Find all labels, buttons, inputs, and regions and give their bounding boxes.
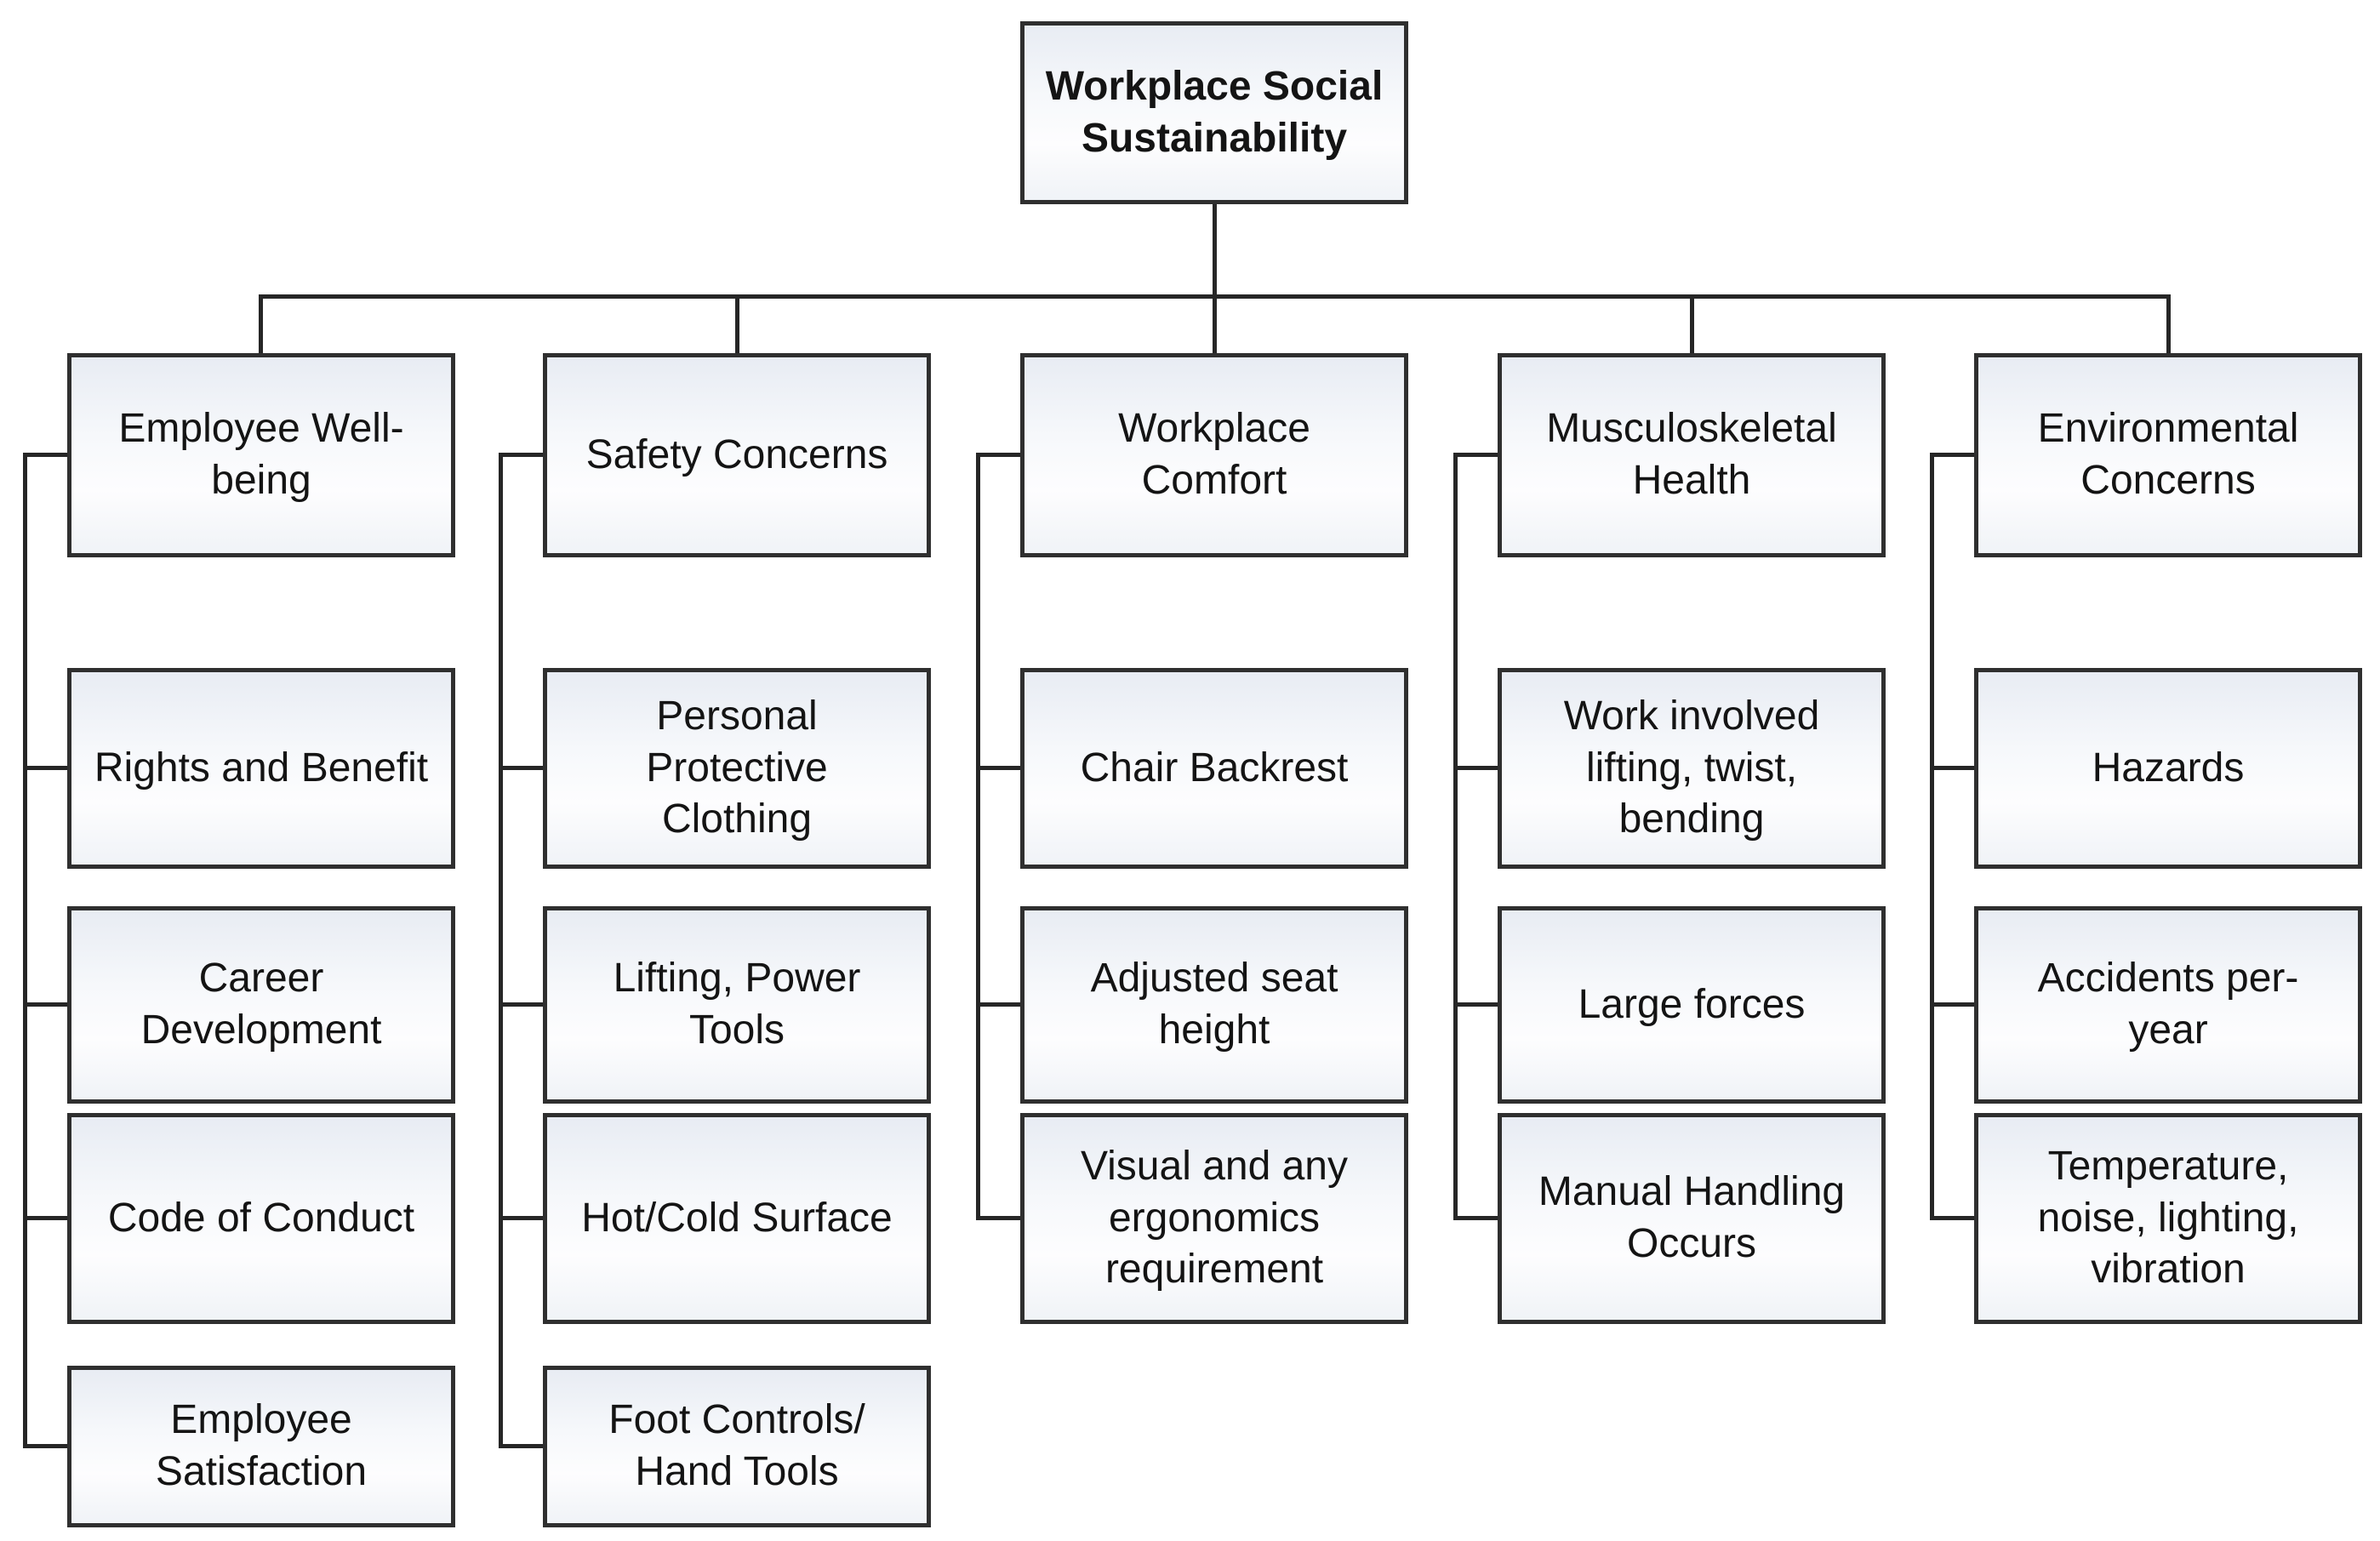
node-label: Accidents per-year <box>2037 956 2299 1053</box>
node-label: Temperature, noise, lighting, vibration <box>2037 1143 2299 1293</box>
connector-stub <box>1453 1002 1498 1007</box>
connector-stub <box>499 1444 543 1448</box>
connector-stub <box>23 766 67 770</box>
node-label: Employee Satisfaction <box>155 1397 368 1494</box>
node-career-development: Career Development <box>67 906 455 1104</box>
connector-stub <box>499 453 543 457</box>
connector-stub <box>23 453 67 457</box>
connector-col4-rail <box>1453 453 1458 1220</box>
node-label: Workplace Comfort <box>1118 406 1310 503</box>
connector-stub <box>976 453 1020 457</box>
connector-stub <box>23 1216 67 1220</box>
node-label: Adjusted seat height <box>1090 956 1338 1053</box>
node-safety-concerns: Safety Concerns <box>543 353 931 557</box>
node-workplace-comfort: Workplace Comfort <box>1020 353 1408 557</box>
connector-stub <box>1930 1002 1974 1007</box>
connector-stub <box>499 1216 543 1220</box>
node-musculoskeletal-health: Musculoskeletal Health <box>1498 353 1886 557</box>
connector-main-rail <box>259 294 2171 299</box>
node-label: Work involved lifting, twist, bending <box>1563 693 1820 842</box>
connector-col1-rail <box>23 453 27 1448</box>
node-temperature-noise-lighting-vibration: Temperature, noise, lighting, vibration <box>1974 1113 2362 1324</box>
node-label: Manual Handling Occurs <box>1538 1169 1846 1266</box>
connector-trunk-line <box>1213 204 1217 353</box>
connector-col5-rail <box>1930 453 1934 1220</box>
node-label: Code of Conduct <box>107 1195 415 1241</box>
connector-stub <box>23 1002 67 1007</box>
connector-stub <box>1453 453 1498 457</box>
node-workplace-social-sustainability: Workplace Social Sustainability <box>1020 21 1408 204</box>
node-label: Foot Controls/ Hand Tools <box>608 1397 865 1494</box>
node-label: Workplace Social Sustainability <box>1045 63 1384 161</box>
connector-stub <box>976 1216 1020 1220</box>
node-rights-and-benefit: Rights and Benefit <box>67 668 455 869</box>
node-accidents-per-year: Accidents per-year <box>1974 906 2362 1104</box>
node-lifting-power-tools: Lifting, Power Tools <box>543 906 931 1104</box>
node-label: Chair Backrest <box>1080 745 1349 790</box>
connector-stub <box>1453 1216 1498 1220</box>
connector-stub <box>499 766 543 770</box>
node-label: Visual and any ergonomics requirement <box>1080 1143 1348 1293</box>
connector-stub <box>499 1002 543 1007</box>
connector-stub <box>976 766 1020 770</box>
connector-stub <box>1453 766 1498 770</box>
node-employee-well-being: Employee Well-being <box>67 353 455 557</box>
node-label: Hazards <box>2092 745 2245 790</box>
connector-col2-rail <box>499 453 503 1448</box>
connector-branch-drop-4 <box>1690 294 1694 353</box>
connector-branch-drop-2 <box>735 294 739 353</box>
node-label: Large forces <box>1578 981 1806 1027</box>
node-manual-handling-occurs: Manual Handling Occurs <box>1498 1113 1886 1324</box>
node-hazards: Hazards <box>1974 668 2362 869</box>
node-hot-cold-surface: Hot/Cold Surface <box>543 1113 931 1324</box>
node-label: Employee Well-being <box>118 406 404 503</box>
node-label: Musculoskeletal Health <box>1546 406 1837 503</box>
node-label: Personal Protective Clothing <box>646 693 828 842</box>
node-label: Rights and Benefit <box>94 745 429 790</box>
connector-branch-drop-1 <box>259 294 263 353</box>
node-label: Environmental Concerns <box>2037 406 2299 503</box>
node-foot-controls-hand-tools: Foot Controls/ Hand Tools <box>543 1366 931 1527</box>
node-label: Safety Concerns <box>585 431 888 477</box>
connector-stub <box>1930 453 1974 457</box>
node-label: Lifting, Power Tools <box>613 956 861 1053</box>
node-visual-ergonomics-requirement: Visual and any ergonomics requirement <box>1020 1113 1408 1324</box>
node-label: Career Development <box>140 956 382 1053</box>
node-adjusted-seat-height: Adjusted seat height <box>1020 906 1408 1104</box>
connector-stub <box>976 1002 1020 1007</box>
node-environmental-concerns: Environmental Concerns <box>1974 353 2362 557</box>
connector-stub <box>1930 766 1974 770</box>
node-chair-backrest: Chair Backrest <box>1020 668 1408 869</box>
node-code-of-conduct: Code of Conduct <box>67 1113 455 1324</box>
connector-branch-drop-5 <box>2166 294 2171 353</box>
node-work-involved-lifting-twist-bending: Work involved lifting, twist, bending <box>1498 668 1886 869</box>
node-personal-protective-clothing: Personal Protective Clothing <box>543 668 931 869</box>
node-large-forces: Large forces <box>1498 906 1886 1104</box>
connector-stub <box>1930 1216 1974 1220</box>
connector-stub <box>23 1444 67 1448</box>
node-employee-satisfaction: Employee Satisfaction <box>67 1366 455 1527</box>
connector-col3-rail <box>976 453 980 1220</box>
node-label: Hot/Cold Surface <box>581 1195 893 1241</box>
